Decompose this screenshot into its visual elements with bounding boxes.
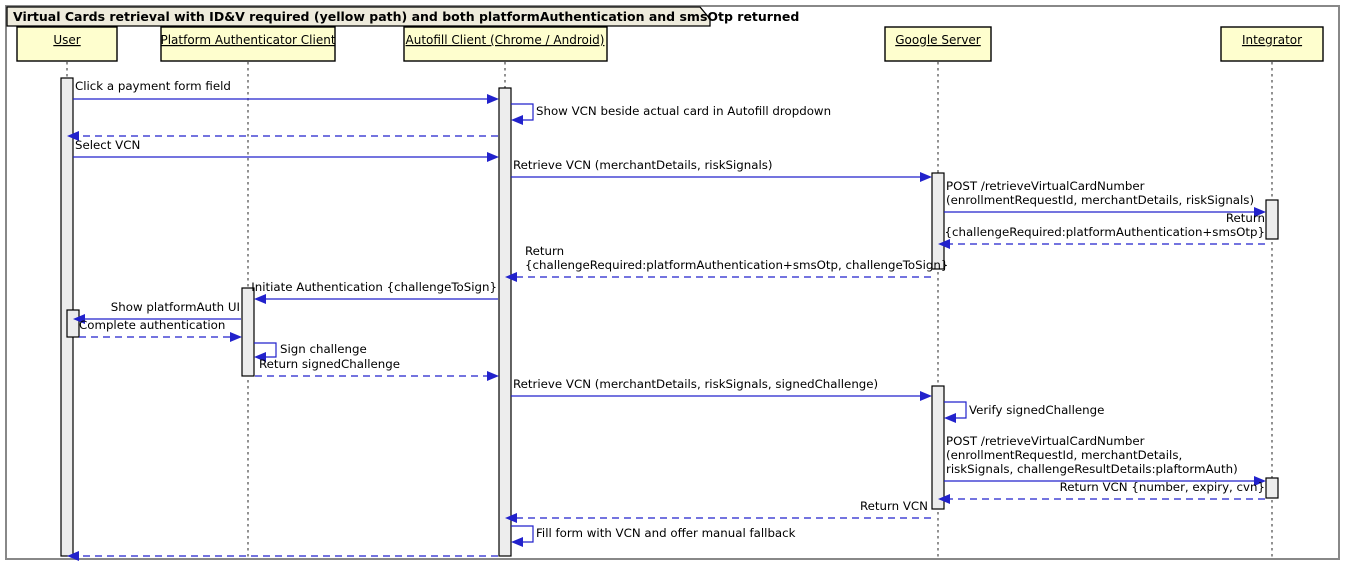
message-verify-signedchallenge: Verify signedChallenge	[944, 401, 1104, 423]
message-post-retrieve-virtual-card-number-1: POST /retrieveVirtualCardNumber (enrollm…	[944, 179, 1266, 217]
participant-label: Autofill Client (Chrome / Android)	[406, 33, 605, 47]
message-label: Retrieve VCN (merchantDetails, riskSigna…	[513, 158, 773, 172]
arrowhead-left	[505, 272, 517, 282]
message-retrieve-vcn-2: Retrieve VCN (merchantDetails, riskSigna…	[511, 377, 932, 401]
message-complete-authentication: Complete authentication	[79, 318, 242, 342]
activation-platform-authenticator	[241, 287, 255, 377]
participant-box[interactable]	[1220, 26, 1324, 62]
arrowhead-left	[73, 314, 85, 324]
arrowhead-left	[938, 494, 950, 504]
diagram-title-box	[6, 6, 711, 27]
arrowhead-right	[920, 172, 932, 182]
message-label-line1: POST /retrieveVirtualCardNumber	[946, 434, 1145, 448]
message-return-to-user-dropdown	[67, 131, 498, 141]
participant-box[interactable]	[884, 26, 992, 62]
message-label: Return signedChallenge	[259, 357, 400, 371]
arrowhead-left	[67, 551, 79, 561]
participant-platform-authenticator-client[interactable]: Platform Authenticator Client	[160, 26, 336, 62]
activation-integrator-2	[1265, 477, 1279, 499]
self-message-path	[254, 342, 277, 358]
message-label-line2: {challengeRequired:platformAuthenticatio…	[944, 225, 1265, 239]
message-label: Retrieve VCN (merchantDetails, riskSigna…	[513, 377, 878, 391]
message-sign-challenge: Sign challenge	[254, 342, 367, 362]
participant-google-server[interactable]: Google Server	[884, 26, 992, 62]
message-label: Verify signedChallenge	[969, 403, 1104, 417]
message-label: Click a payment form field	[75, 79, 231, 93]
message-return-to-user-final	[67, 551, 498, 561]
message-return-challenge-required-2: Return {challengeRequired:platformAuthen…	[505, 244, 948, 282]
participant-user[interactable]: User	[16, 26, 118, 62]
participant-label: Platform Authenticator Client	[160, 33, 335, 47]
arrowhead-left	[254, 352, 266, 362]
message-fill-form-with-vcn: Fill form with VCN and offer manual fall…	[511, 525, 796, 547]
message-initiate-authentication: Initiate Authentication {challengeToSign…	[251, 280, 498, 304]
participant-box[interactable]	[403, 26, 608, 62]
self-message-path	[511, 525, 534, 543]
message-label-line1: Return	[525, 244, 564, 258]
message-label-line2: (enrollmentRequestId, merchantDetails,	[946, 448, 1182, 462]
arrowhead-left	[938, 239, 950, 249]
message-label-line1: POST /retrieveVirtualCardNumber	[946, 179, 1145, 193]
message-return-vcn-details: Return VCN {number, expiry, cvn}	[938, 480, 1265, 504]
self-message-path	[511, 103, 534, 121]
message-label-line1: Return	[1226, 211, 1265, 225]
message-label: Return VCN {number, expiry, cvn}	[1060, 480, 1265, 494]
message-post-retrieve-virtual-card-number-2: POST /retrieveVirtualCardNumber (enrollm…	[944, 434, 1266, 486]
message-show-vcn-beside-actual-card: Show VCN beside actual card in Autofill …	[511, 103, 831, 125]
activation-google-server-2	[931, 385, 945, 510]
activation-autofill-client	[498, 87, 512, 557]
message-label-line2: (enrollmentRequestId, merchantDetails, r…	[946, 193, 1254, 207]
arrowhead-right	[487, 94, 499, 104]
arrowhead-right	[230, 332, 242, 342]
message-retrieve-vcn-1: Retrieve VCN (merchantDetails, riskSigna…	[511, 158, 932, 182]
participant-integrator[interactable]: Integrator	[1220, 26, 1324, 62]
participant-label: Integrator	[1242, 33, 1302, 47]
message-select-vcn: Select VCN	[73, 138, 499, 162]
message-label: Complete authentication	[79, 318, 225, 332]
arrowhead-left	[505, 513, 517, 523]
message-label: Return VCN	[860, 499, 928, 513]
message-return-signedchallenge: Return signedChallenge	[255, 357, 499, 381]
arrowhead-left	[67, 131, 79, 141]
arrowhead-left	[511, 115, 523, 125]
participant-label: Google Server	[895, 33, 981, 47]
arrowhead-right	[1254, 207, 1266, 217]
message-label: Select VCN	[75, 138, 140, 152]
message-label-line2: {challengeRequired:platformAuthenticatio…	[525, 258, 948, 272]
activation-integrator-1	[1265, 199, 1279, 240]
arrowhead-left	[944, 413, 956, 423]
message-click-a-payment-form-field: Click a payment form field	[73, 79, 499, 104]
participant-label: User	[53, 33, 80, 47]
activation-google-server-1	[931, 172, 945, 270]
activation-bars-group	[60, 77, 1279, 557]
message-label: Initiate Authentication {challengeToSign…	[251, 280, 497, 294]
arrowhead-left	[254, 294, 266, 304]
message-label: Show VCN beside actual card in Autofill …	[536, 104, 831, 118]
message-return-challenge-required-1: Return {challengeRequired:platformAuthen…	[938, 211, 1265, 249]
message-label-line3: riskSignals, challengeResultDetails:plaf…	[946, 462, 1238, 476]
activation-user-auth	[66, 309, 80, 338]
arrowhead-right	[487, 371, 499, 381]
self-message-path	[944, 401, 967, 419]
participant-autofill-client[interactable]: Autofill Client (Chrome / Android)	[403, 26, 608, 62]
diagram-title: Virtual Cards retrieval with ID&V requir…	[13, 9, 799, 24]
message-label: Sign challenge	[280, 342, 367, 356]
participant-box[interactable]	[16, 26, 118, 62]
arrowhead-left	[511, 537, 523, 547]
message-label: Show platformAuth UI	[111, 300, 240, 314]
participant-box[interactable]	[160, 26, 336, 62]
arrowhead-right	[487, 152, 499, 162]
arrowhead-right	[1254, 476, 1266, 486]
arrowhead-right	[920, 391, 932, 401]
message-show-platformauth-ui: Show platformAuth UI	[73, 300, 241, 324]
message-label: Fill form with VCN and offer manual fall…	[536, 526, 796, 540]
message-return-vcn: Return VCN	[505, 499, 931, 523]
diagram-frame	[5, 5, 1340, 560]
